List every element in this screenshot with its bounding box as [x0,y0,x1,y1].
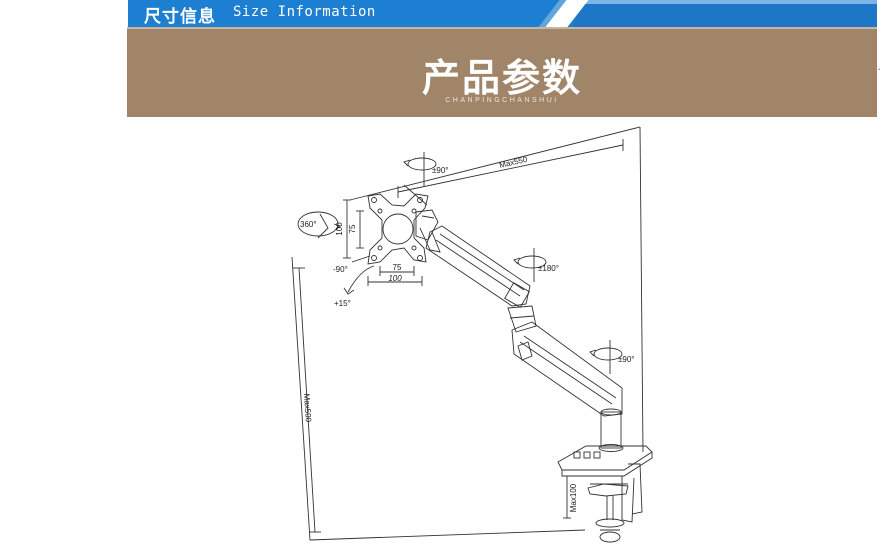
section-title-bar: 尺寸信息 Size Information [128,0,877,27]
tilt-arrow [343,255,375,295]
title-bar-right-panel [574,0,877,27]
label-tilt-plus: +15° [334,299,351,308]
dimension-labels: Max550 Max500 Max100 360° -90° +15° ±90°… [300,155,635,513]
banner-top-border [127,27,877,29]
edge-mark: ˎ [878,60,881,70]
banner-title: 产品参数 [421,55,582,100]
label-max-clamp: Max100 [569,483,578,512]
label-tilt-minus: -90° [333,265,348,274]
title-bar-highlight [574,0,877,4]
swivel-arrow-base [589,340,623,374]
label-vesa-horizontal-100: 100 [388,274,402,283]
label-vesa-vertical-75: 75 [348,224,357,233]
label-rotation-360: 360° [300,220,317,229]
tilt-head [415,209,441,253]
label-vesa-horizontal-75: 75 [393,263,402,272]
clamp-thickness-dimension [563,475,571,519]
rotation-arrow-360 [297,211,341,239]
label-vesa-vertical-100: 100 [335,222,344,236]
swivel-arrow-mid [513,248,547,282]
vesa-vertical-dimensions [343,199,364,259]
label-max-height: Max500 [302,393,313,423]
desk-clamp [557,445,653,543]
section-title-chinese: 尺寸信息 [144,7,216,27]
product-parameters-banner: 产品参数 CHANPINGCHANSHUI [127,27,877,117]
label-swivel-top: ±90° [432,166,449,175]
label-swivel-mid: ±180° [538,264,559,273]
wall-plane-outline [291,126,644,541]
support-pole [598,408,624,452]
section-title-english: Size Information [233,4,376,20]
label-swivel-base: ±90° [618,355,635,364]
vesa-mounting-plate [367,193,429,265]
upper-arm [425,225,531,308]
banner-subtitle: CHANPINGCHANSHUI [445,97,559,104]
vesa-horizontal-dimensions [367,266,423,286]
elbow-joint [507,305,537,333]
lower-arm [511,321,623,417]
max-height-dimension-line [293,267,321,533]
swivel-arrow-top [403,152,437,186]
